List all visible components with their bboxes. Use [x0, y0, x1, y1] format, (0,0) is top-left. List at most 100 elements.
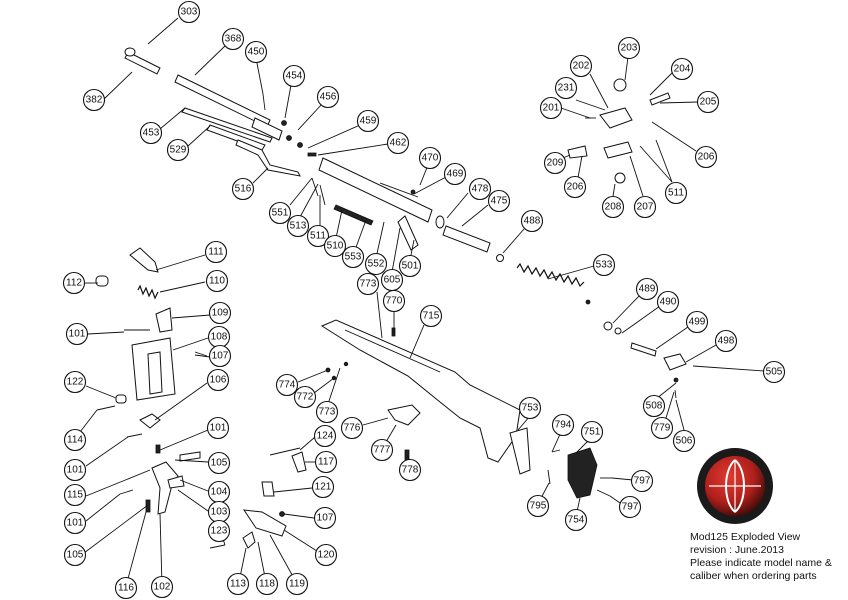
part-compression-tube — [318, 157, 433, 223]
svg-text:773: 773 — [360, 279, 377, 290]
callout-110: 110 — [205, 269, 229, 293]
svg-text:501: 501 — [402, 261, 419, 272]
svg-text:551: 551 — [272, 208, 289, 219]
callout-124: 124 — [313, 424, 337, 448]
callout-776: 776 — [340, 416, 364, 440]
svg-text:119: 119 — [289, 579, 305, 590]
svg-text:202: 202 — [573, 61, 590, 72]
part-797-screws — [547, 449, 612, 497]
part-751-buttpad — [567, 447, 598, 499]
svg-text:770: 770 — [386, 296, 403, 307]
callout-778: 778 — [398, 458, 422, 482]
callout-505: 505 — [762, 360, 786, 384]
svg-text:101: 101 — [69, 329, 86, 340]
callout-101d: 101 — [63, 511, 87, 535]
svg-text:109: 109 — [212, 308, 229, 319]
callout-105a: 105 — [207, 451, 231, 475]
caption-revision: revision : June.2013 — [690, 544, 784, 556]
part-715-stock — [320, 319, 521, 463]
svg-text:751: 751 — [584, 427, 601, 438]
svg-text:101: 101 — [67, 518, 84, 529]
part-trigger-housing — [95, 247, 287, 549]
callout-107a: 107 — [208, 344, 232, 368]
callout-498: 498 — [714, 329, 738, 353]
svg-text:101: 101 — [210, 423, 227, 434]
callout-462: 462 — [386, 131, 410, 155]
svg-text:208: 208 — [605, 202, 622, 213]
callout-202: 202 — [569, 54, 593, 78]
part-516-cocking-link — [235, 139, 301, 177]
callout-201: 201 — [539, 96, 563, 120]
svg-text:120: 120 — [318, 550, 335, 561]
svg-text:776: 776 — [344, 423, 361, 434]
callout-478: 478 — [468, 177, 492, 201]
callout-715: 715 — [419, 304, 443, 328]
svg-text:103: 103 — [211, 507, 228, 518]
svg-text:533: 533 — [596, 260, 613, 271]
svg-text:115: 115 — [67, 490, 83, 501]
callout-797b: 797 — [618, 495, 642, 519]
part-478-475-488 — [435, 215, 504, 262]
callout-511b: 511 — [664, 181, 688, 205]
svg-text:203: 203 — [621, 43, 638, 54]
callout-118: 118 — [255, 572, 279, 596]
callout-103: 103 — [207, 500, 231, 524]
part-rear-sight — [567, 78, 671, 184]
svg-text:795: 795 — [530, 501, 547, 512]
callout-773a: 773 — [356, 272, 380, 296]
callout-117: 117 — [314, 450, 338, 474]
hatsan-logo — [697, 448, 773, 524]
callout-208: 208 — [601, 195, 625, 219]
callout-109: 109 — [208, 301, 232, 325]
svg-text:552: 552 — [368, 259, 385, 270]
svg-text:102: 102 — [154, 582, 171, 593]
svg-text:753: 753 — [522, 403, 539, 414]
callout-114: 114 — [63, 428, 87, 452]
part-368-barrel — [174, 74, 283, 141]
svg-text:774: 774 — [279, 380, 296, 391]
callout-475: 475 — [487, 189, 511, 213]
svg-text:508: 508 — [646, 401, 663, 412]
svg-text:122: 122 — [67, 377, 84, 388]
part-safety-parts — [261, 447, 307, 517]
callout-772: 772 — [293, 385, 317, 409]
svg-text:117: 117 — [318, 457, 334, 468]
part-776-trigger-guard — [387, 404, 421, 426]
callout-501: 501 — [398, 254, 422, 278]
svg-text:510: 510 — [327, 241, 344, 252]
callout-123: 123 — [207, 519, 231, 543]
callout-774: 774 — [275, 373, 299, 397]
svg-text:516: 516 — [235, 184, 252, 195]
svg-text:715: 715 — [423, 311, 440, 322]
callout-529: 529 — [166, 138, 190, 162]
svg-text:107: 107 — [317, 513, 334, 524]
callout-107b: 107 — [313, 506, 337, 530]
svg-text:529: 529 — [170, 145, 187, 156]
svg-text:772: 772 — [297, 392, 314, 403]
callout-506: 506 — [672, 429, 696, 453]
svg-text:605: 605 — [384, 275, 401, 286]
callout-454: 454 — [282, 64, 306, 88]
callout-516: 516 — [231, 177, 255, 201]
callout-120: 120 — [314, 543, 338, 567]
svg-text:797: 797 — [634, 476, 651, 487]
callout-552: 552 — [364, 252, 388, 276]
svg-text:754: 754 — [568, 515, 585, 526]
svg-text:303: 303 — [181, 7, 198, 18]
callout-794: 794 — [551, 413, 575, 437]
callout-753: 753 — [518, 396, 542, 420]
svg-text:112: 112 — [66, 278, 82, 289]
svg-text:506: 506 — [676, 436, 693, 447]
svg-text:107: 107 — [212, 351, 229, 362]
callout-206b: 206 — [563, 175, 587, 199]
svg-text:778: 778 — [402, 465, 419, 476]
callout-205: 205 — [696, 90, 720, 114]
callout-382: 382 — [82, 88, 106, 112]
callout-101c: 101 — [63, 458, 87, 482]
svg-text:382: 382 — [86, 95, 103, 106]
part-trigger-pins — [311, 177, 419, 251]
callout-533: 533 — [592, 253, 616, 277]
callout-489: 489 — [635, 277, 659, 301]
callout-508: 508 — [642, 394, 666, 418]
callout-770: 770 — [382, 289, 406, 313]
